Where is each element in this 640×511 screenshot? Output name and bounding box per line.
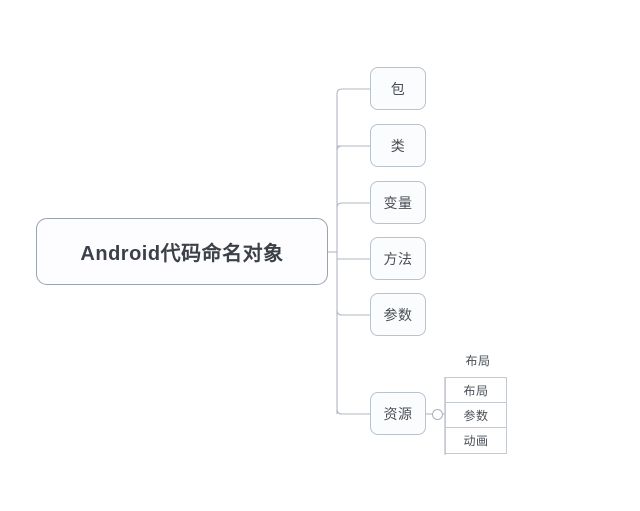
branch-node-parameter[interactable]: 参数 (370, 293, 426, 336)
root-node-label: Android代码命名对象 (80, 243, 284, 265)
branch-node-label: 变量 (383, 194, 413, 211)
branch-node-label: 类 (390, 137, 406, 154)
resource-sub-caption: 布局 (465, 354, 491, 368)
list-item-label: 动画 (463, 434, 489, 448)
list-item[interactable]: 布局 (446, 378, 506, 403)
branch-node-class[interactable]: 类 (370, 124, 426, 167)
branch-node-label: 包 (390, 80, 406, 97)
resource-sub-list: 布局 参数 动画 (445, 377, 507, 454)
branch-node-label: 资源 (383, 405, 413, 422)
list-item-label: 参数 (463, 408, 489, 423)
list-item[interactable]: 动画 (446, 428, 506, 453)
branch-node-method[interactable]: 方法 (370, 237, 426, 280)
root-node[interactable]: Android代码命名对象 (36, 218, 328, 285)
collapse-toggle-icon[interactable] (432, 409, 443, 420)
branch-node-variable[interactable]: 变量 (370, 181, 426, 224)
list-item-label: 布局 (463, 383, 489, 398)
branch-node-label: 参数 (383, 306, 413, 323)
branch-node-package[interactable]: 包 (370, 67, 426, 110)
list-item[interactable]: 参数 (446, 403, 506, 428)
branch-node-resource[interactable]: 资源 (370, 392, 426, 435)
branch-node-label: 方法 (383, 250, 413, 267)
